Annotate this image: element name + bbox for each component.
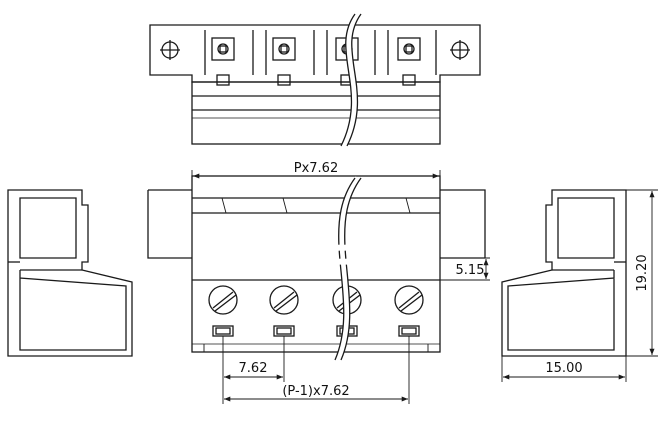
dimension-depth [501,356,627,382]
left-side-view [7,189,133,357]
mounting-hole-right [450,40,470,60]
dimension-overall-width [191,170,441,182]
label-depth: 15.00 [545,361,582,376]
front-view-break-line [335,176,361,362]
front-view [147,175,486,362]
dimension-height [626,189,658,357]
front-screw-4 [394,285,424,337]
label-span: (P-1)x7.62 [282,384,349,399]
dimension-offset-height [440,257,490,281]
label-height: 19.20 [635,254,650,291]
top-view [149,12,481,148]
label-offset-height: 5.15 [456,263,485,278]
label-pitch: 7.62 [239,361,268,376]
front-screw-2 [269,285,299,337]
label-overall-width: Px7.62 [294,161,338,176]
top-view-break-line [341,12,361,148]
top-view-flange [149,24,481,83]
right-side-outline [501,189,627,357]
dimension-pitch [222,336,285,382]
left-side-outline [7,189,133,357]
front-screw-1 [208,285,238,337]
top-terminal-1 [204,30,254,86]
front-view-flange [147,189,486,259]
dimension-span [222,336,410,404]
mounting-hole-left [160,40,180,60]
top-view-body [191,81,441,145]
top-terminal-2 [265,30,315,86]
top-terminal-4 [387,30,437,86]
right-side-view [501,189,627,357]
